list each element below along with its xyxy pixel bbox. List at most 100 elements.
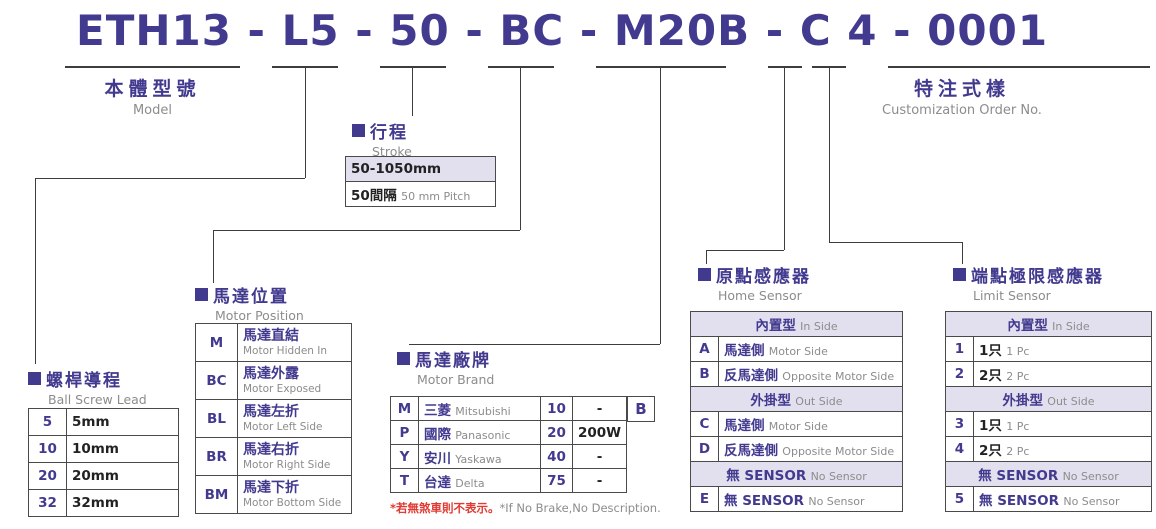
stroke-table: 50-1050mm 50間隔 50 mm Pitch (345, 156, 496, 207)
connector-line (784, 66, 785, 250)
brand-name-cell: 國際 Panasonic (418, 420, 541, 445)
table-row: 內置型 In Side (945, 311, 1152, 337)
sensor-value-zh: 馬達側 (724, 418, 765, 434)
underline-stroke (380, 66, 446, 68)
brake-note-zh: *若無煞車則不表示。 (390, 501, 500, 515)
table-row: BM 馬達下折 Motor Bottom Side (195, 475, 352, 514)
table-row: M 三菱 Mitsubishi 10 - (390, 396, 628, 421)
connector-line (706, 250, 784, 251)
table-row: 3 1只 1 Pc (945, 411, 1152, 437)
sensor-value-cell: 馬達側 Motor Side (718, 336, 903, 362)
brand-watt-value: - (571, 444, 628, 469)
table-row: 50間隔 50 mm Pitch (345, 181, 496, 207)
sensor-value-zh: 反馬達側 (724, 443, 778, 459)
table-row: 無 SENSOR No Sensor (690, 461, 903, 487)
connector-line (35, 178, 305, 179)
position-desc-cell: 馬達右折 Motor Right Side (237, 437, 352, 476)
table-row: P 國際 Panasonic 20 200W (390, 420, 628, 445)
position-desc-zh: 馬達右折 (243, 442, 299, 459)
sensor-value-cell: 2只 2 Pc (973, 436, 1152, 462)
motor-position-title-zh: 馬達位置 (213, 287, 289, 307)
table-row: 50-1050mm (345, 156, 496, 182)
position-desc-en: Motor Exposed (243, 382, 322, 395)
brand-name-cell: 安川 Yaskawa (418, 444, 541, 469)
sensor-code: 2 (945, 361, 974, 387)
connector-line (829, 242, 962, 243)
model-label-zh: 本體型號 (104, 78, 201, 100)
position-desc-zh: 馬達下折 (243, 480, 299, 497)
motor-position-title-en: Motor Position (215, 308, 304, 323)
lead-value-cell: 20mm (66, 462, 179, 490)
connector-line (409, 344, 660, 345)
brand-name-zh: 國際 (424, 426, 451, 443)
sensor-value-cell: 反馬達側 Opposite Motor Side (718, 436, 903, 462)
model-label-en: Model (132, 103, 173, 118)
sensor-value-en: 2 Pc (1006, 445, 1030, 458)
connector-line (660, 66, 661, 344)
sensor-value-zh: 1只 (979, 418, 1002, 434)
sensor-group-header: 外掛型 Out Side (690, 386, 903, 412)
motor-brand-title-zh: 馬達廠牌 (415, 351, 491, 371)
motor-position-section-header: 馬達位置 Motor Position (195, 282, 304, 323)
connector-line (35, 178, 36, 364)
brand-name-en: Panasonic (455, 428, 511, 442)
sensor-group-zh: 外掛型 (750, 393, 791, 409)
table-row: C 馬達側 Motor Side (690, 411, 903, 437)
sensor-group-zh: 內置型 (755, 318, 796, 334)
lead-value: 32mm (72, 495, 119, 511)
stroke-title-zh: 行程 (370, 123, 408, 143)
underline-motor-brand (596, 66, 726, 68)
table-row: 20 20mm (28, 462, 179, 490)
sensor-value-en: Motor Side (768, 345, 828, 358)
brand-watt-code: 40 (540, 444, 573, 469)
limit-sensor-title-zh: 端點極限感應器 (971, 267, 1104, 287)
position-desc-en: Motor Hidden In (243, 344, 328, 357)
sensor-group-header: 無 SENSOR No Sensor (945, 461, 1152, 487)
table-row: D 反馬達側 Opposite Motor Side (690, 436, 903, 462)
lead-code: 20 (28, 462, 67, 490)
sensor-value-zh: 無 SENSOR (724, 493, 805, 509)
table-row: 1 1只 1 Pc (945, 336, 1152, 362)
connector-line (305, 66, 306, 178)
connector-line (520, 66, 521, 230)
motor-brand-table: M 三菱 Mitsubishi 10 - P 國際 Panasonic 20 2… (390, 396, 628, 493)
limit-sensor-table: 內置型 In Side 1 1只 1 Pc 2 2只 2 Pc 外掛型 Out … (945, 311, 1152, 512)
connector-line (213, 230, 214, 283)
sensor-value-cell: 1只 1 Pc (973, 336, 1152, 362)
sensor-value-en: Opposite Motor Side (782, 370, 895, 383)
position-code: BL (195, 399, 238, 438)
bullet-square-icon (195, 288, 208, 301)
brand-name-zh: 三菱 (424, 402, 451, 419)
sensor-code: C (690, 411, 719, 437)
sensor-value-en: 2 Pc (1006, 370, 1030, 383)
sensor-value-zh: 馬達側 (724, 343, 765, 359)
table-row: 5 無 SENSOR No Sensor (945, 486, 1152, 512)
sensor-group-en: No Sensor (810, 470, 867, 483)
sensor-code: B (690, 361, 719, 387)
table-row: 10 10mm (28, 435, 179, 463)
sensor-value-cell: 無 SENSOR No Sensor (718, 486, 903, 512)
position-desc-zh: 馬達左折 (243, 404, 299, 421)
stroke-pitch-zh: 50間隔 (351, 188, 397, 204)
bullet-square-icon (953, 268, 966, 281)
brand-name-en: Yaskawa (455, 452, 502, 466)
lead-value: 20mm (72, 468, 119, 484)
model-code-title: ETH13 - L5 - 50 - BC - M20B - C 4 - 0001 (76, 6, 1049, 55)
position-desc-en: Motor Bottom Side (243, 496, 342, 509)
lead-value: 5mm (72, 414, 110, 430)
sensor-group-zh: 外掛型 (1002, 393, 1043, 409)
brand-watt-code: 10 (540, 396, 573, 421)
table-row: 4 2只 2 Pc (945, 436, 1152, 462)
brand-watt-code: 75 (540, 468, 573, 493)
position-desc-cell: 馬達左折 Motor Left Side (237, 399, 352, 438)
brand-watt-value: 200W (571, 420, 628, 445)
brand-name-en: Delta (455, 476, 485, 490)
table-row: T 台達 Delta 75 - (390, 468, 628, 493)
sensor-value-cell: 馬達側 Motor Side (718, 411, 903, 437)
model-label: 本體型號 Model (65, 74, 240, 118)
sensor-value-cell: 1只 1 Pc (973, 411, 1152, 437)
sensor-code: 5 (945, 486, 974, 512)
stroke-range-value: 50-1050mm (351, 161, 442, 177)
position-desc-cell: 馬達外露 Motor Exposed (237, 361, 352, 400)
